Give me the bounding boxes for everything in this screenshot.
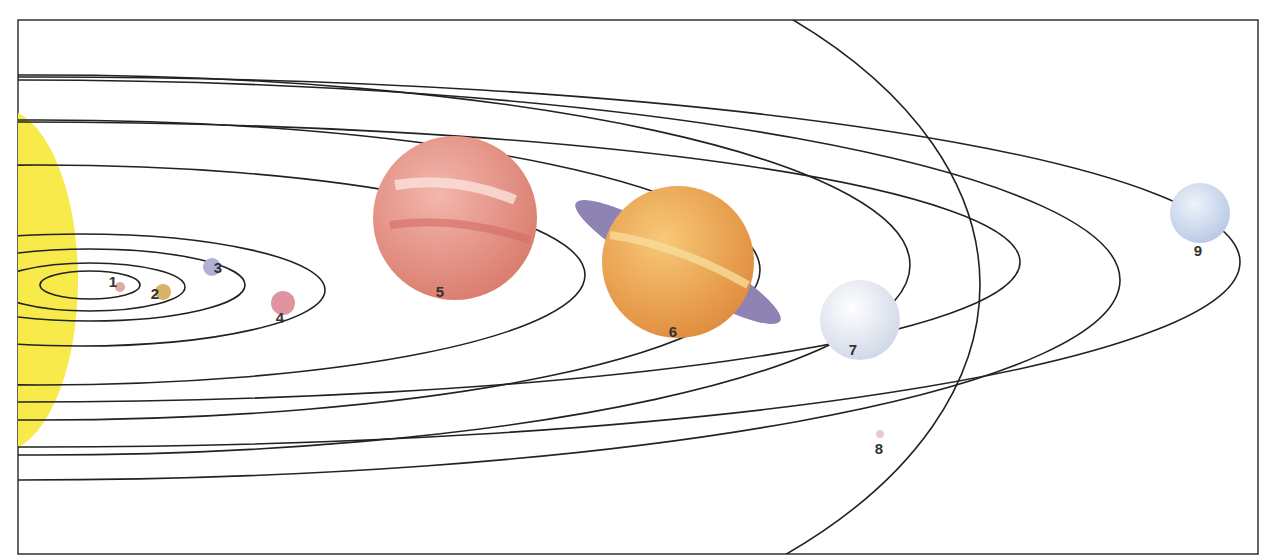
callout-number: 4 (276, 310, 284, 325)
callout-number: 7 (849, 342, 857, 357)
callout-number: 9 (1194, 243, 1202, 258)
callout-number: 5 (436, 284, 444, 299)
callout-number: 1 (109, 274, 117, 289)
callout-number: 6 (669, 324, 677, 339)
callout-number: 8 (875, 441, 883, 456)
callout-number: 2 (151, 286, 159, 301)
callout-number: 3 (214, 260, 222, 275)
